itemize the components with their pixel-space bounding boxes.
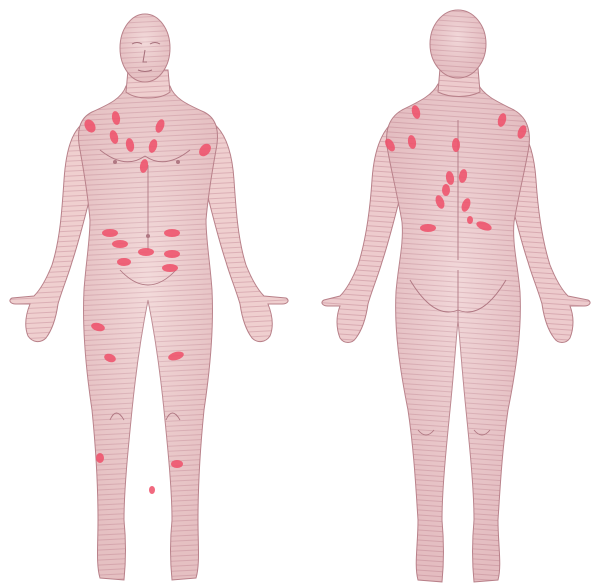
marker (96, 453, 104, 463)
marker (164, 250, 180, 258)
marker (164, 229, 180, 237)
back-body-figure (322, 10, 590, 582)
marker (138, 248, 154, 256)
marker (102, 229, 118, 237)
marker (117, 258, 131, 266)
marker (162, 264, 178, 272)
front-right-arm (206, 120, 288, 342)
front-left-arm (10, 120, 92, 342)
front-navel (146, 234, 150, 238)
marker (452, 138, 460, 152)
marker (467, 216, 473, 224)
marker (112, 240, 128, 248)
marker (171, 460, 183, 468)
marker (420, 224, 436, 232)
marker (149, 486, 155, 494)
front-body-figure (10, 14, 288, 580)
marker (442, 184, 450, 196)
